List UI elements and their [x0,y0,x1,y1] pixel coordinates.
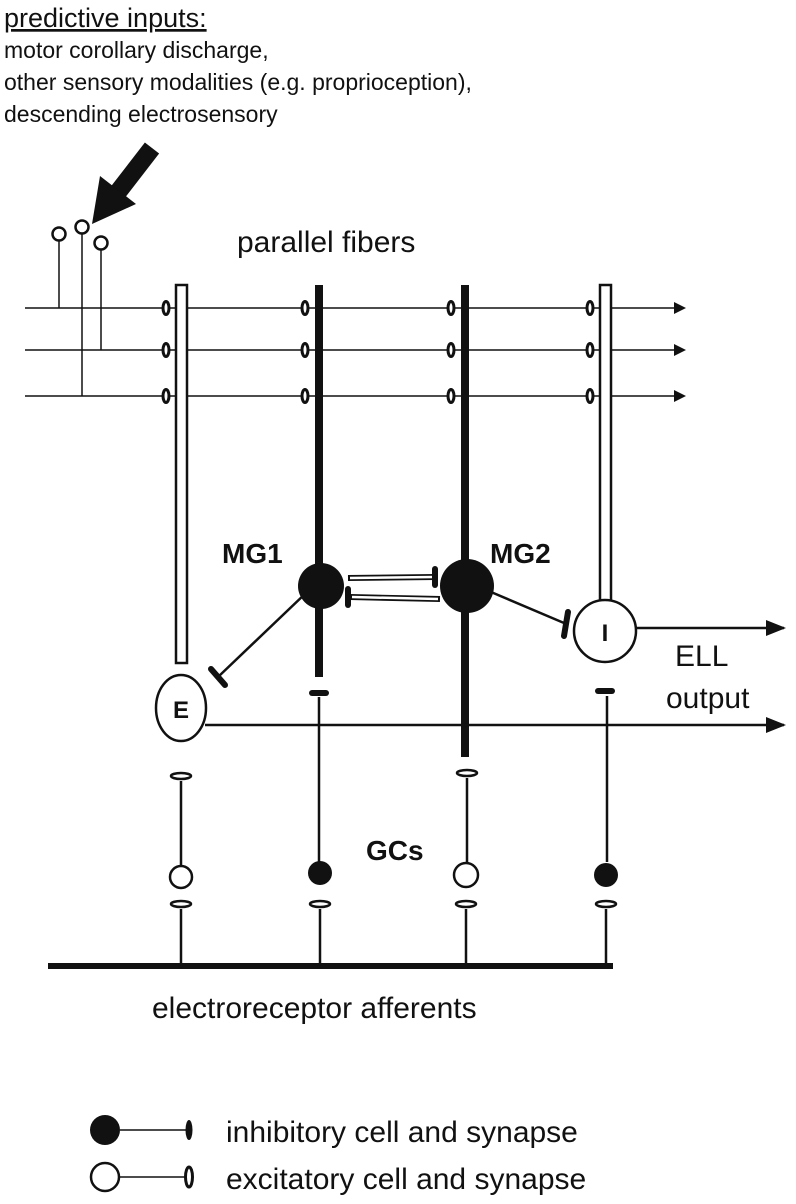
legend-inhibitory-symbol [90,1115,193,1145]
afferent-synapses [169,899,618,909]
gc-inhibitory-2 [594,863,618,887]
predictive-line-1: motor corollary discharge, [4,37,269,63]
mg2-label: MG2 [490,538,551,569]
gcs-label: GCs [366,835,424,866]
parallel-fibers-label: parallel fibers [237,226,415,259]
input-terminal-3 [93,235,109,251]
parallel-fibers [25,302,686,402]
legend-excitatory-label: excitatory cell and synapse [226,1163,586,1196]
gc-inhibitory-1 [308,861,332,885]
mg1-dendrite [315,285,323,585]
input-terminals [51,219,109,396]
mg1-cell-body [298,563,344,609]
afferents-label: electroreceptor afferents [152,992,477,1025]
mg2-cell-body [440,559,494,613]
afferent-branches [179,909,608,965]
parallel-fiber-synapses [161,300,595,404]
ell-label: ELL [675,640,728,673]
legend-excitatory-symbol [89,1161,194,1193]
gc-excitatory-2 [452,861,480,889]
e-cell-label: E [173,697,189,724]
i-cell-body [572,598,638,664]
e-cell-body [154,673,208,743]
input-terminal-1 [51,226,67,242]
legend: inhibitory cell and synapse excitatory c… [89,1115,586,1196]
afferent-trunk [48,963,613,969]
gc-excitatory-1 [168,864,194,890]
predictive-line-3: descending electrosensory [4,101,278,127]
mg1-axon [315,585,323,677]
predictive-inputs-heading: predictive inputs: [4,3,207,33]
mg2-to-i-connection [490,590,571,639]
i-cell-dendrite [598,283,613,605]
gc-output-synapses [169,688,615,781]
mg-reciprocal-connections [345,566,441,608]
input-terminal-2 [74,219,90,235]
predictive-line-2: other sensory modalities (e.g. proprioce… [4,69,472,95]
mg2-dendrite [461,285,469,585]
predictive-arrow-icon [92,142,160,224]
e-cell-dendrite [174,283,189,665]
mg2-axon [461,585,469,757]
mg1-to-e-connection [208,591,308,688]
i-cell-label: I [602,620,609,647]
gc-axons [179,696,609,866]
mg1-label: MG1 [222,538,283,569]
legend-inhibitory-label: inhibitory cell and synapse [226,1116,578,1149]
output-label: output [666,682,750,715]
